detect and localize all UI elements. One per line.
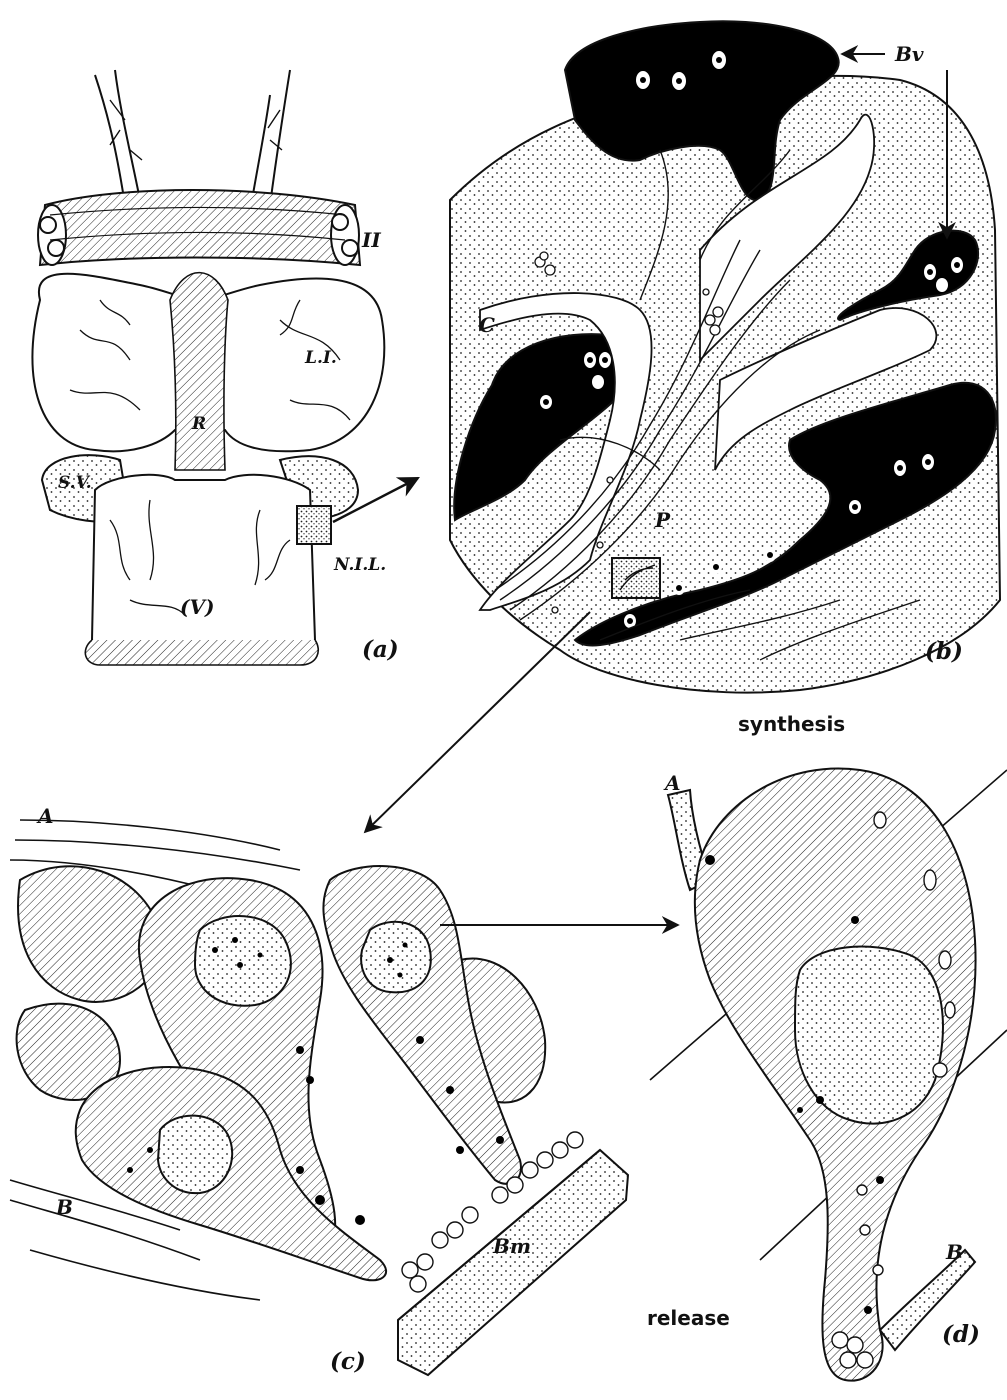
label-axon-b-d: B (946, 1242, 963, 1262)
label-synthesis: synthesis (738, 714, 845, 734)
panel-label-a: (a) (362, 638, 399, 661)
label-blood-vessel: Bv (895, 44, 924, 64)
label-cortex: C (479, 315, 495, 335)
label-basement-membrane: Bm (493, 1236, 531, 1256)
label-pars: P (655, 510, 670, 530)
panel-label-c: (c) (330, 1350, 366, 1373)
arrow-b-to-c (365, 612, 590, 832)
label-release: release (647, 1308, 730, 1328)
label-optic-nerve: II (362, 230, 381, 250)
label-ridge: R (192, 416, 206, 433)
panel-c-cells (10, 820, 628, 1375)
label-optic-lobe: L.I. (305, 350, 337, 367)
label-axon-a-c: A (38, 806, 54, 826)
label-ventricle: (V) (180, 597, 214, 617)
panel-label-b: (b) (925, 640, 963, 663)
label-axon-b-c: B (56, 1197, 73, 1217)
label-axon-a-d: A (665, 773, 681, 793)
label-neural-lobe: N.I.L. (334, 557, 386, 574)
panel-d-cell (650, 768, 1007, 1380)
panel-b-section (450, 21, 1000, 692)
label-saccus: S.V. (58, 475, 92, 492)
panel-label-d: (d) (942, 1323, 980, 1346)
